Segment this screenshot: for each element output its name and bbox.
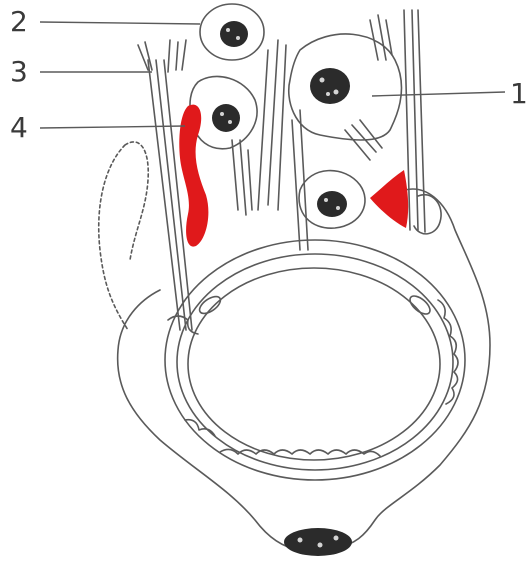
mid-fibers (232, 120, 382, 215)
label-4: 4 (10, 114, 28, 142)
left-vertical-fibers (148, 60, 192, 330)
left-dashed-lobe (99, 142, 149, 330)
label-1: 1 (510, 80, 528, 108)
ring-cell-left (197, 293, 224, 317)
cartilage-ring-mid (177, 254, 453, 470)
label-2: 2 (10, 8, 28, 36)
ring-cell-right (407, 293, 433, 318)
nucleus-bottom (284, 528, 352, 556)
nucleus-cell-bottom (317, 191, 347, 217)
nucleus-cell-2 (220, 21, 248, 47)
nucleus-cell-large (310, 68, 350, 104)
upper-fibers (370, 15, 392, 60)
leader-line-1 (372, 92, 505, 96)
leader-line-2 (40, 22, 200, 24)
fiber-tuft (138, 40, 186, 72)
outer-envelope-outline (118, 189, 490, 550)
red-wedge-right (370, 170, 408, 228)
cartilage-ring-outer (165, 240, 465, 480)
label-3: 3 (10, 58, 28, 86)
cartilage-ring-inner (188, 268, 440, 460)
center-fibers (258, 40, 308, 250)
scalloped-border (168, 300, 458, 456)
nucleus-cell-left (212, 104, 240, 132)
